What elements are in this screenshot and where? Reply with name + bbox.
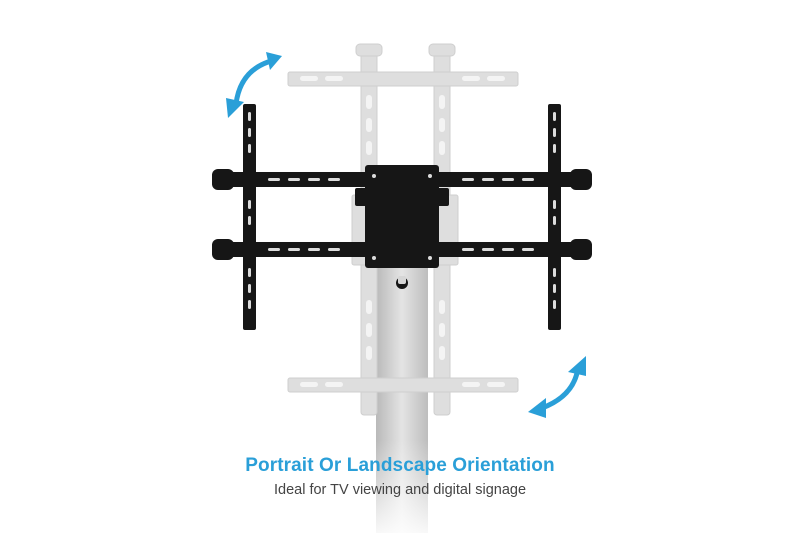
caption-headline: Portrait Or Landscape Orientation [245,455,555,476]
rotate-arrow-bottom-right-icon [528,356,586,418]
stand-pole [376,262,428,533]
caption-subline: Ideal for TV viewing and digital signage [273,482,527,498]
pivot-bolt [398,276,406,284]
ghost-bracket-slots [300,76,505,387]
tv-mount-bracket-holes [248,112,556,309]
rotate-arrow-top-left-icon [226,52,282,118]
